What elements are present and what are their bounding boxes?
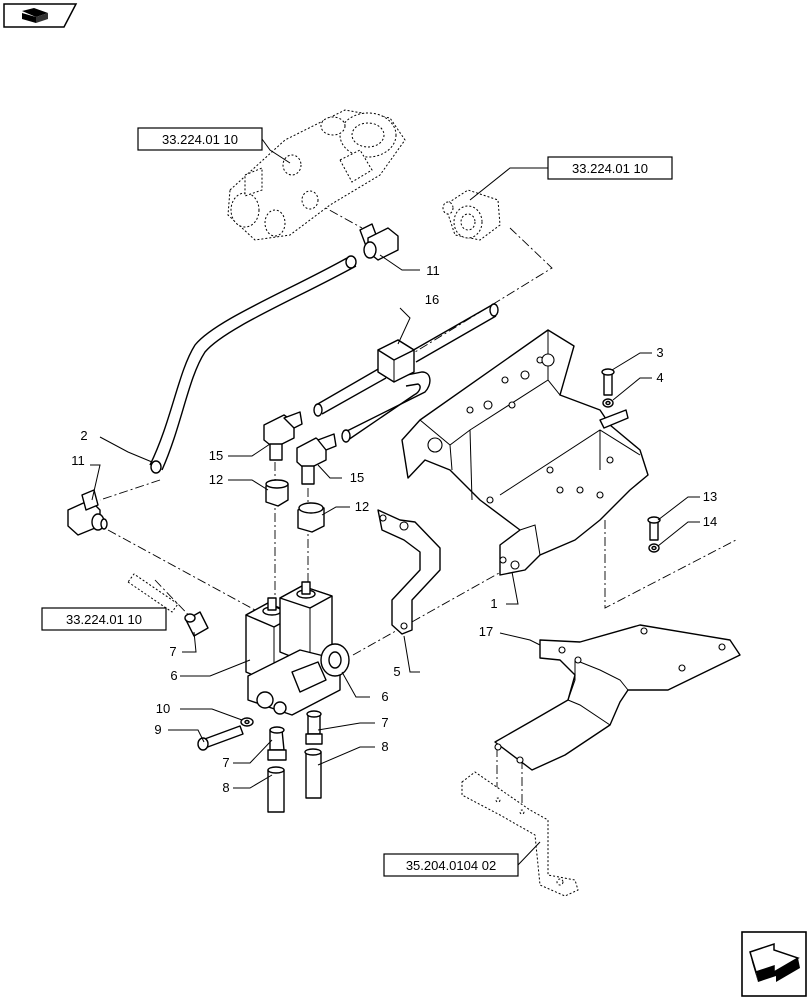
bolt-9 [197, 725, 244, 751]
callout-9: 9 [154, 722, 161, 737]
callout-6: 6 [170, 668, 177, 683]
callout-15: 15 [350, 470, 364, 485]
callout-8: 8 [222, 780, 229, 795]
svg-text:33.224.01 10: 33.224.01 10 [572, 161, 648, 176]
reference-box-top-left[interactable]: 33.224.01 10 [137, 127, 263, 151]
callout-2: 2 [80, 428, 87, 443]
callout-8: 8 [381, 739, 388, 754]
callout-12: 12 [209, 472, 223, 487]
elbow-fitting-15-left [263, 411, 303, 461]
callout-7: 7 [381, 715, 388, 730]
bolt-3 [601, 368, 615, 396]
pipe-2 [149, 255, 357, 474]
callout-16: 16 [425, 292, 439, 307]
bracket-5 [377, 509, 441, 635]
svg-text:33.224.01 10: 33.224.01 10 [162, 132, 238, 147]
callout-1: 1 [490, 596, 497, 611]
pipe-assembly-16 [313, 303, 499, 443]
solenoid-valve-6 [245, 581, 350, 716]
adapter-12-right [297, 502, 325, 533]
support-bracket-1 [401, 329, 649, 576]
callout-labels: 16 11 11 2 15 15 12 12 3 4 13 14 1 17 5 … [71, 263, 717, 795]
catalog-book-icon[interactable] [3, 3, 78, 28]
elbow-fitting-11-left [67, 489, 108, 536]
callout-11: 11 [71, 453, 85, 468]
callout-7: 7 [169, 644, 176, 659]
hose-8-left [267, 766, 285, 813]
elbow-fitting-11-top [359, 223, 399, 261]
callout-14: 14 [703, 514, 717, 529]
callout-12: 12 [355, 499, 369, 514]
callout-7: 7 [222, 755, 229, 770]
washer-4 [602, 398, 614, 408]
fitting-7-mid [267, 726, 287, 761]
callout-3: 3 [656, 345, 663, 360]
hose-8-right [304, 748, 322, 799]
bracket-17 [494, 624, 741, 771]
next-page-arrow-icon[interactable] [741, 931, 807, 997]
callout-5: 5 [393, 664, 400, 679]
ghost-hose [127, 573, 179, 613]
leader-lines [90, 138, 700, 866]
fitting-7-right [305, 710, 323, 745]
washer-14 [648, 543, 660, 553]
callout-17: 17 [479, 624, 493, 639]
fitting-7-left [184, 611, 209, 637]
callout-6: 6 [381, 689, 388, 704]
assembly-lines [99, 201, 737, 805]
reference-box-mid-left[interactable]: 33.224.01 10 [41, 607, 167, 631]
reference-box-top-right[interactable]: 33.224.01 10 [547, 156, 673, 180]
callout-10: 10 [156, 701, 170, 716]
ghost-bracket [461, 771, 579, 897]
callout-11: 11 [426, 263, 440, 278]
reference-box-bottom[interactable]: 35.204.0104 02 [383, 853, 519, 877]
callout-13: 13 [703, 489, 717, 504]
elbow-fitting-15-right [296, 433, 337, 485]
callout-4: 4 [656, 370, 663, 385]
svg-text:35.204.0104 02: 35.204.0104 02 [406, 858, 496, 873]
bolt-13 [647, 516, 661, 541]
washer-10 [240, 717, 254, 727]
svg-text:33.224.01 10: 33.224.01 10 [66, 612, 142, 627]
ghost-brake-valve [227, 109, 406, 241]
adapter-12-left [265, 479, 289, 507]
ghost-fitting [442, 189, 501, 241]
callout-15: 15 [209, 448, 223, 463]
